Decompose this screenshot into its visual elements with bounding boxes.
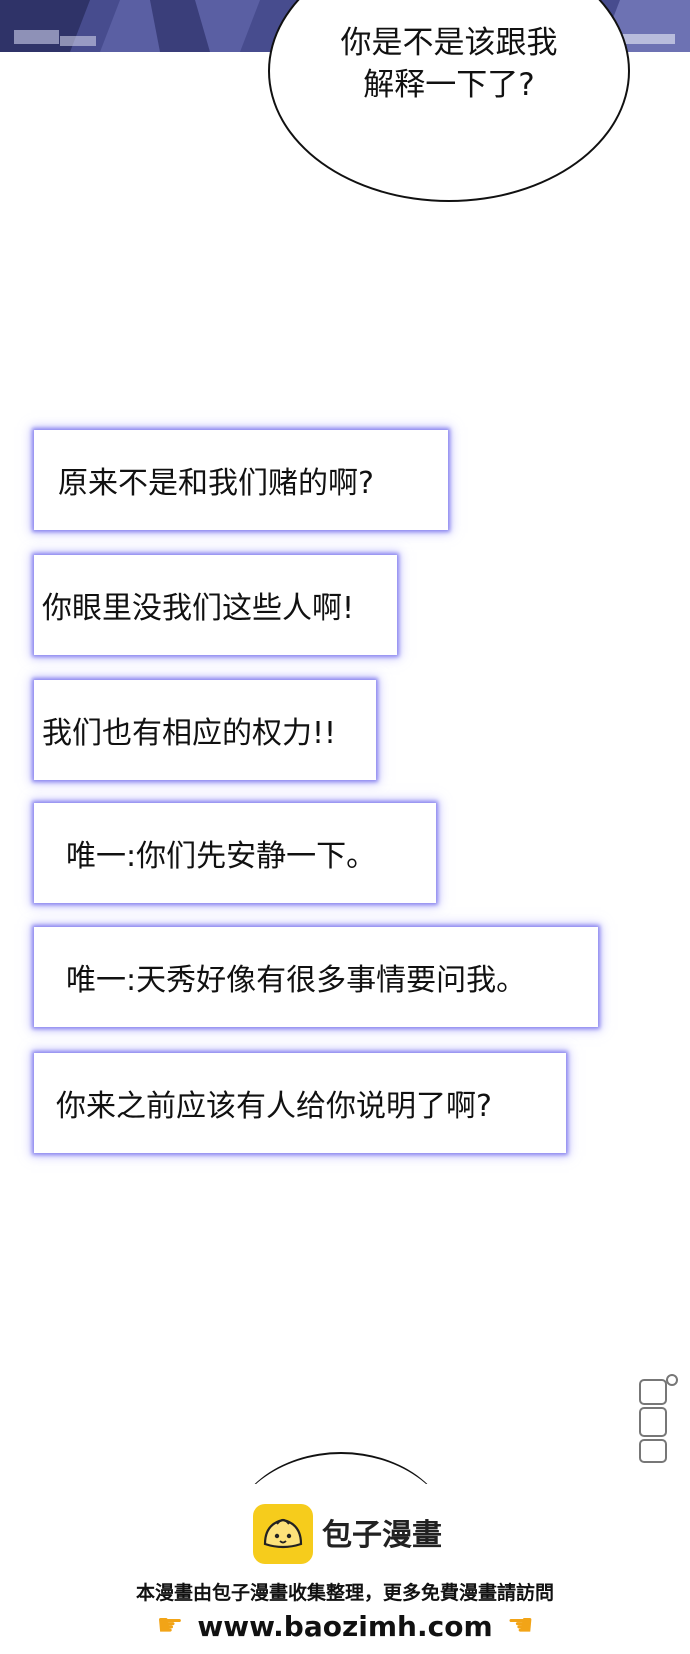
caption-box: 你来之前应该有人给你说明了啊? xyxy=(34,1053,566,1153)
speech-text: 你是不是该跟我 解释一下了? xyxy=(340,25,558,103)
watermark-drawing xyxy=(639,1374,678,1463)
logo-text: 包子漫畫 xyxy=(322,1518,442,1553)
caption-text: 唯一:你们先安静一下。 xyxy=(66,839,377,874)
caption-box: 唯一:天秀好像有很多事情要问我。 xyxy=(34,927,598,1027)
url-row: ☛ www.baozimh.com ☛ xyxy=(0,1606,690,1646)
caption-box: 原来不是和我们赌的啊? xyxy=(34,430,448,530)
pointing-hand-icon: ☛ xyxy=(156,1608,184,1643)
caption-text: 你眼里没我们这些人啊! xyxy=(42,591,355,626)
caption-text: 你来之前应该有人给你说明了啊? xyxy=(56,1089,492,1124)
caption-box: 你眼里没我们这些人啊! xyxy=(34,555,397,655)
site-url-link[interactable]: www.baozimh.com xyxy=(197,1609,493,1643)
caption-text: 唯一:天秀好像有很多事情要问我。 xyxy=(66,963,527,998)
promo-text: 本漫畫由包子漫畫收集整理，更多免費漫畫請訪問 xyxy=(135,1582,554,1604)
caption-text: 原来不是和我们赌的啊? xyxy=(58,466,374,501)
caption-box: 唯一:你们先安静一下。 xyxy=(34,803,436,903)
pointing-hand-icon: ☛ xyxy=(506,1608,534,1643)
caption-text: 我们也有相应的权力!! xyxy=(42,716,337,751)
caption-box: 我们也有相应的权力!! xyxy=(34,680,376,780)
bun-logo-icon xyxy=(253,1504,313,1564)
bun-logo-drawing xyxy=(263,1518,303,1549)
dmzj-watermark-icon xyxy=(624,1370,684,1480)
speech-bubble-partial xyxy=(228,1452,454,1542)
